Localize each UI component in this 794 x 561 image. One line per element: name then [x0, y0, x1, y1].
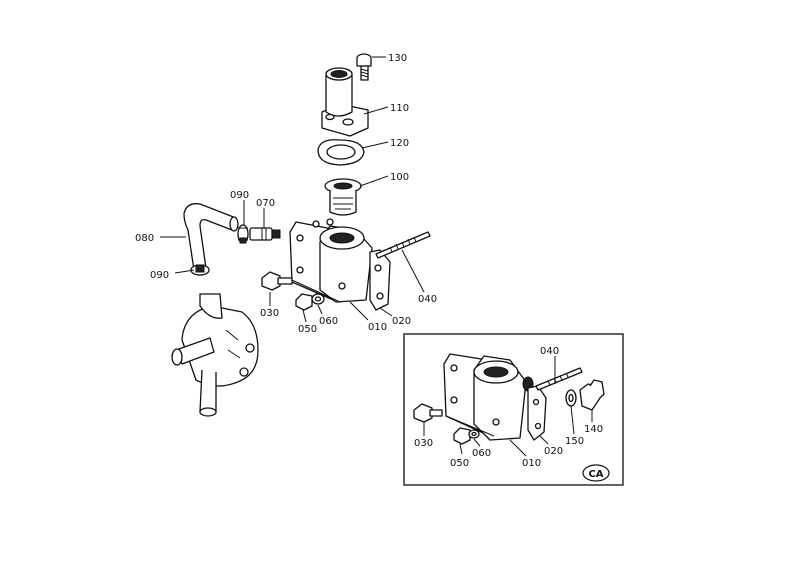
gasket-120[interactable] — [317, 139, 365, 166]
main-part-labels: 130 110 120 100 090 070 080 090 030 050 … — [135, 53, 437, 335]
inset-label-140: 140 — [584, 424, 603, 435]
inset-label-010: 010 — [522, 458, 541, 469]
label-100: 100 — [390, 172, 409, 183]
thermostat-100[interactable] — [324, 178, 362, 216]
label-040: 040 — [418, 294, 437, 305]
thermostat-housing-010[interactable] — [289, 218, 373, 303]
label-080: 080 — [135, 233, 154, 244]
bolt-130[interactable] — [356, 53, 372, 81]
inset-washer-150[interactable] — [565, 389, 577, 407]
side-gasket-020[interactable] — [369, 249, 391, 311]
inset-label-050: 050 — [450, 458, 469, 469]
pipe-fitting-070[interactable] — [249, 227, 281, 241]
inset-part-labels: 040 030 050 060 010 020 150 140 — [414, 346, 603, 469]
inset-label-020: 020 — [544, 446, 563, 457]
inset-label-060: 060 — [472, 448, 491, 459]
inset-label-040: 040 — [540, 346, 559, 357]
label-090-lower: 090 — [150, 270, 169, 281]
inset-nut-050[interactable] — [453, 427, 471, 445]
nut-050[interactable] — [295, 293, 313, 311]
inset-badge-text: CA — [588, 469, 603, 480]
inset-side-gasket[interactable] — [527, 385, 547, 441]
inset-plug-140[interactable] — [579, 379, 605, 411]
hose-clamp-090-upper[interactable] — [237, 224, 249, 244]
inset-thermostat-housing[interactable] — [443, 353, 534, 441]
label-110: 110 — [390, 103, 409, 114]
bypass-hose-080[interactable] — [183, 203, 239, 271]
inset-label-150: 150 — [565, 436, 584, 447]
inset-badge: CA — [582, 464, 610, 482]
label-020: 020 — [392, 316, 411, 327]
label-130: 130 — [388, 53, 407, 64]
bolt-030[interactable] — [261, 271, 293, 291]
label-050: 050 — [298, 324, 317, 335]
inset-bolt-030[interactable] — [413, 403, 443, 423]
stud-bolt-040[interactable] — [375, 231, 431, 259]
label-010: 010 — [368, 322, 387, 333]
inset-washer-060[interactable] — [468, 429, 480, 439]
label-030: 030 — [260, 308, 279, 319]
thermostat-cover-110[interactable] — [321, 67, 369, 137]
inset-frame — [403, 333, 624, 486]
hose-clamp-090-lower[interactable] — [190, 264, 210, 276]
label-070: 070 — [256, 198, 275, 209]
inset-label-030: 030 — [414, 438, 433, 449]
inset-stud-bolt[interactable] — [535, 367, 583, 391]
washer-060[interactable] — [311, 293, 325, 305]
label-120: 120 — [390, 138, 409, 149]
water-pump — [171, 293, 259, 417]
label-060: 060 — [319, 316, 338, 327]
label-090-upper: 090 — [230, 190, 249, 201]
leader-lines — [160, 56, 425, 323]
inset-leader-lines — [423, 356, 593, 457]
